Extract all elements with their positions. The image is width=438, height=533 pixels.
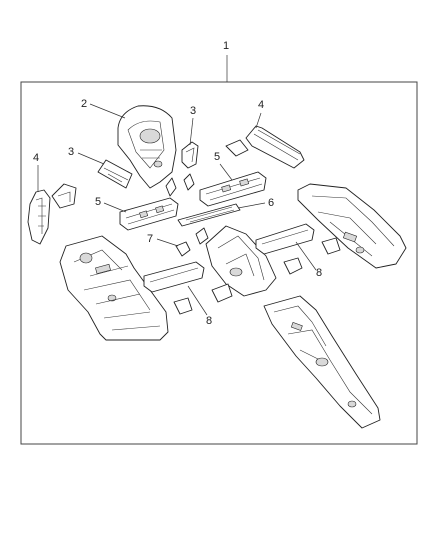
callout-2: 2	[81, 98, 87, 110]
callout-3-upper: 3	[190, 105, 196, 117]
part-floor-pan-left	[59, 235, 169, 341]
part-2-front-floor-pan	[117, 105, 177, 189]
callout-8-left: 8	[206, 315, 212, 327]
leader-2	[89, 103, 126, 119]
part-5-crossmember-right	[199, 171, 267, 207]
leader-4-upper	[255, 112, 262, 129]
leader-8-right	[295, 241, 317, 271]
callout-4-upper: 4	[258, 99, 264, 111]
callout-1: 1	[223, 40, 229, 52]
leader-7	[156, 238, 179, 247]
leader-3-upper	[189, 117, 194, 146]
leader-3-left	[77, 152, 105, 165]
leader-5-left	[103, 202, 127, 213]
assembly-frame	[20, 81, 418, 445]
callout-5-left: 5	[95, 196, 101, 208]
callout-5-right: 5	[214, 151, 220, 163]
leader-5-right	[219, 163, 233, 181]
part-3-bracket-right	[181, 141, 199, 169]
part-4-rail-left	[27, 183, 77, 245]
part-5-crossmember-left	[119, 197, 179, 231]
part-4-rail-right	[225, 125, 305, 169]
callout-6: 6	[268, 197, 274, 209]
callout-4-left: 4	[33, 152, 39, 164]
callout-7: 7	[147, 233, 153, 245]
callout-3-left: 3	[68, 146, 74, 158]
leader-6	[237, 202, 266, 209]
part-6-crossbar	[177, 203, 241, 227]
part-clip-center	[165, 173, 195, 197]
part-center-tunnel	[205, 225, 277, 297]
part-7-bracket	[175, 227, 209, 257]
leader-8-left	[187, 285, 208, 316]
part-3-bracket-left	[97, 159, 133, 189]
part-floor-pan-right	[297, 183, 407, 269]
callout-8-right: 8	[316, 267, 322, 279]
part-lower-center-rail	[263, 295, 381, 429]
part-8-crossmember-left	[143, 261, 233, 315]
part-8-crossmember-right	[255, 223, 341, 275]
